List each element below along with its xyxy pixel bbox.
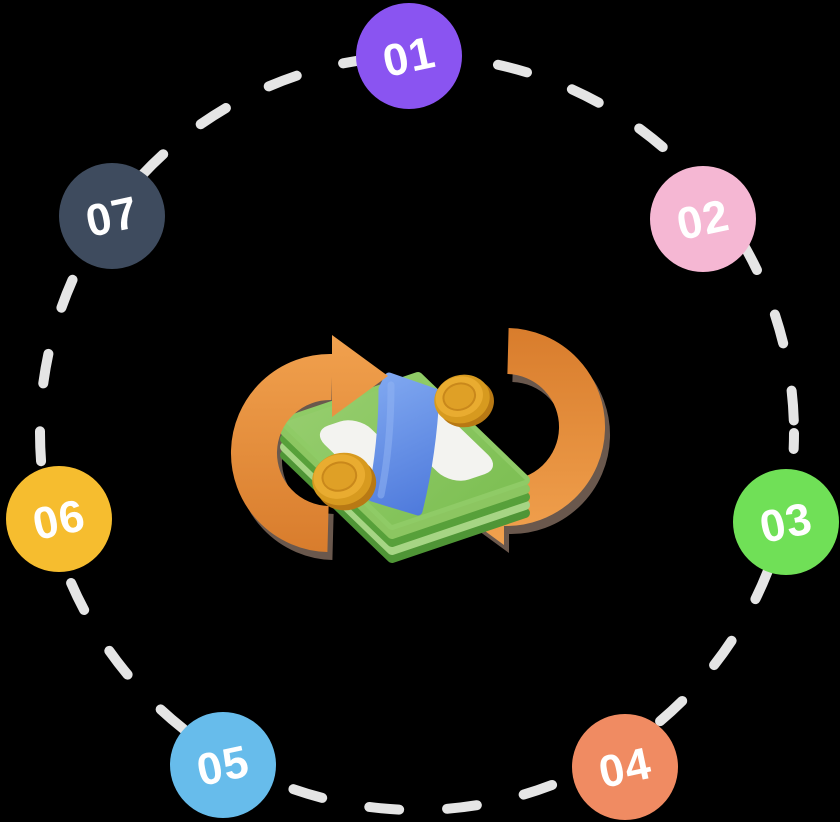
step-number-label: 05 [192,734,254,796]
step-circle-06: 06 [6,466,112,572]
step-number-label: 06 [28,488,90,550]
step-number-label: 02 [672,188,734,250]
left-cycle-arrow [230,335,388,552]
coin-bottom [312,452,377,511]
step-circle-01: 01 [356,3,462,109]
step-number-label: 04 [594,736,656,798]
step-number-label: 07 [81,185,143,247]
banknote-stack [280,372,530,563]
step-circle-02: 02 [650,166,756,272]
step-circle-03: 03 [733,469,839,575]
step-circle-07: 07 [59,163,165,269]
step-number-label: 01 [378,25,440,87]
step-circle-04: 04 [572,714,678,820]
step-circle-05: 05 [170,712,276,818]
coin-top [434,374,494,428]
money-cycle-icon [230,328,611,563]
step-number-label: 03 [755,491,817,553]
